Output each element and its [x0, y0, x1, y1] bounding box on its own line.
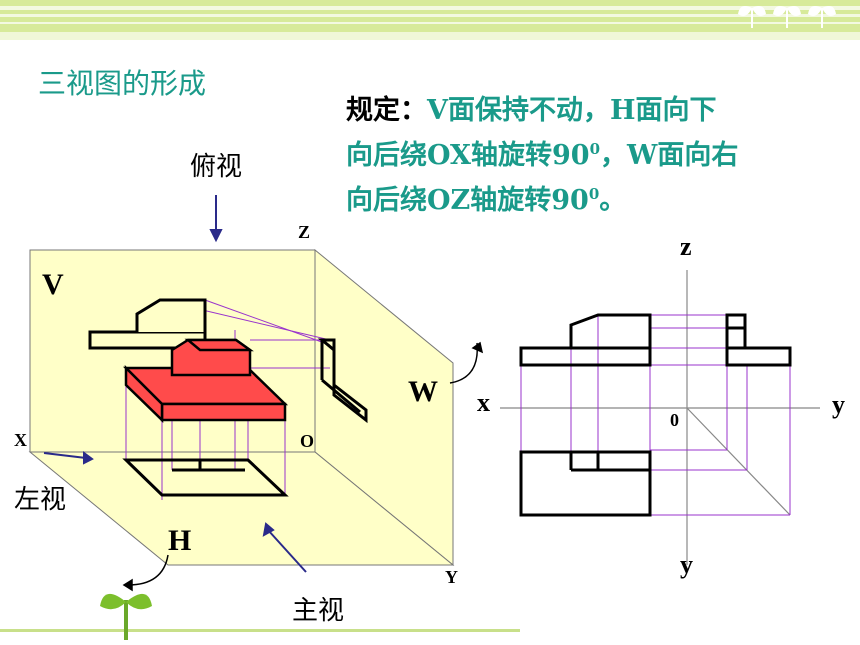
h-projection: [122, 458, 289, 497]
sprout-logo-icon: [738, 6, 836, 28]
left-view-label: 左视: [14, 485, 67, 515]
rule-text: 规定：V面保持不动，H面向下 向后绕OX轴旋转900，W面向右 向后绕OZ轴旋转…: [346, 92, 738, 220]
right-origin-label: 0: [670, 410, 679, 430]
h-plane-label: H: [168, 524, 192, 557]
side-view: [725, 313, 792, 367]
sprout-icon: [100, 593, 152, 640]
projection-lines-right: [520, 314, 791, 516]
left-z-axis-label: Z: [298, 222, 311, 242]
rule-line3: 向后绕OZ轴旋转90: [346, 185, 589, 216]
w-projection: [317, 338, 368, 424]
left-x-axis-label: X: [14, 430, 27, 450]
left-y-axis-label: Y: [445, 567, 458, 587]
rule-line2-sup: 0: [589, 140, 601, 158]
header-band: [0, 0, 860, 40]
front-view-label: 主视: [292, 596, 345, 626]
footer-line: [0, 629, 520, 632]
rule-label: 规定：: [346, 95, 427, 126]
top-view-label: 俯视: [190, 152, 243, 182]
front-view: [519, 313, 652, 367]
rule-line2: 向后绕OX轴旋转90: [346, 140, 590, 171]
w-plane-label: W: [408, 375, 438, 408]
rotation-arrows: [122, 341, 484, 592]
right-x-axis-label: x: [477, 388, 490, 417]
rule-line3-sup: 0: [588, 185, 600, 203]
top-view: [519, 450, 652, 517]
page-title: 三视图的形成: [38, 67, 207, 100]
rule-line1: V面保持不动，H面向下: [427, 95, 717, 126]
rule-line3-tail: 。: [599, 185, 627, 216]
right-axes: [500, 270, 820, 565]
left-origin-label: O: [300, 431, 315, 451]
v-plane-label: V: [42, 268, 64, 301]
right-z-axis-label: z: [680, 232, 692, 261]
arrows: [43, 195, 307, 573]
rule-line2-tail: ，W面向右: [600, 140, 739, 171]
red-object: [122, 338, 289, 423]
right-y-axis-label: y: [832, 390, 845, 419]
right-y-bottom-label: y: [680, 550, 693, 579]
